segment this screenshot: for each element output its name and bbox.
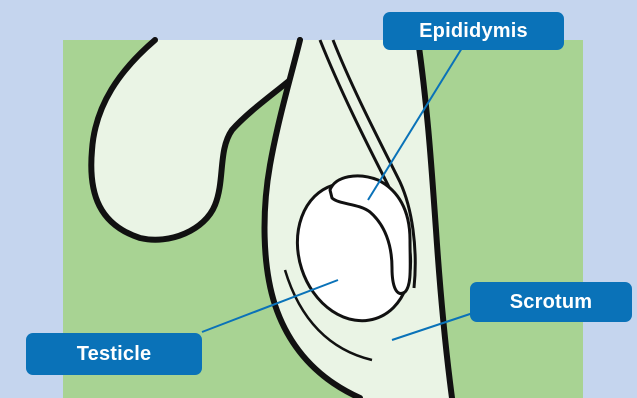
testicle-label: Testicle — [26, 333, 202, 375]
epididymis-label: Epididymis — [383, 12, 564, 50]
scrotum-label: Scrotum — [470, 282, 632, 322]
